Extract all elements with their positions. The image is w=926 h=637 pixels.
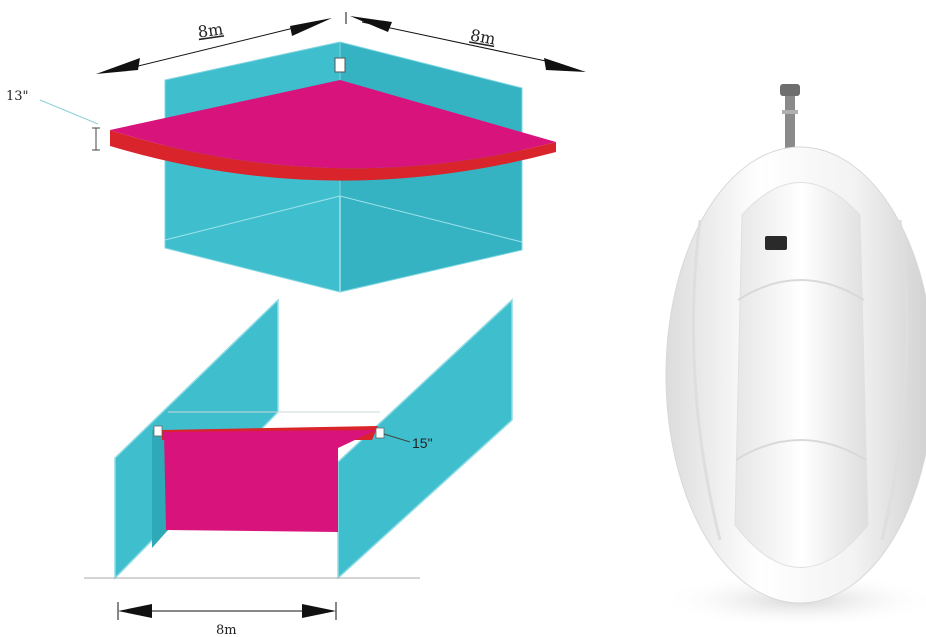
curtain-angle-label: 15" — [412, 435, 433, 451]
curtain-sensor-icon — [376, 428, 384, 438]
angle-leader — [40, 100, 98, 124]
arrow-right-icon — [290, 18, 332, 36]
curtain-coverage-diagram: 15" 8m — [84, 300, 512, 637]
angle-label: 13" — [6, 89, 29, 104]
arrow-right-icon — [302, 604, 336, 618]
corner-sensor-icon — [335, 58, 345, 72]
corner-coverage-diagram: 8m 8m 13" — [6, 12, 586, 292]
pir-motion-detector-icon — [660, 84, 926, 628]
detector-lens — [735, 183, 868, 568]
arrow-left-icon — [350, 16, 392, 32]
arrow-left-icon — [118, 604, 152, 618]
curtain-sensor-icon — [154, 426, 162, 436]
width-left-label: 8m — [197, 19, 225, 41]
led-indicator-icon — [765, 236, 787, 250]
arrow-left-icon — [96, 58, 140, 74]
arrow-right-icon — [544, 58, 586, 72]
curtain-width-label: 8m — [216, 623, 237, 637]
